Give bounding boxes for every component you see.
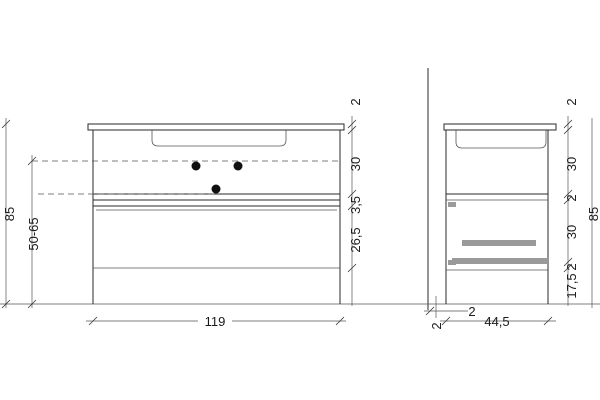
front-width-label: 119 [205, 314, 226, 329]
side-chain-tick-4 [563, 195, 573, 205]
side-chain-tick-1 [563, 119, 573, 129]
dim-5065-tick-top [27, 156, 37, 166]
side-dim-lower: 17,5 [564, 273, 579, 298]
worktop [87, 123, 345, 131]
side-total-height-label: 85 [586, 207, 600, 221]
side-hinge-bottom [448, 260, 456, 265]
side-sink [455, 130, 547, 149]
side-dim-upper: 30 [564, 157, 579, 171]
side-lower-drawer-back [462, 240, 536, 246]
side-dim-gap-2: 2 [564, 263, 579, 270]
chain-tick-1 [347, 119, 357, 129]
side-view: 44,5 2 2 2 30 2 30 2 17,5 85 [405, 68, 600, 330]
side-dim-middle: 30 [564, 225, 579, 239]
plumbing-hole-left [191, 161, 201, 171]
dim-119-tick-left [88, 316, 98, 326]
side-bottom-offset-label: 2 [429, 322, 444, 329]
sink-bowl [151, 130, 287, 147]
dim-119-tick-right [335, 316, 345, 326]
side-dim-gap: 2 [564, 194, 579, 201]
front-dim-top: 2 [348, 98, 363, 105]
front-dim-upper: 30 [348, 157, 363, 171]
side-dim-top: 2 [564, 98, 579, 105]
side-chain-tick-5 [563, 257, 573, 267]
chain-tick-2 [347, 125, 357, 135]
plumbing-hole-right [233, 161, 243, 171]
dim-5065-tick-bottom [27, 299, 37, 309]
front-dim-lower: 26,5 [348, 227, 363, 252]
dim-depth-tick-left [441, 316, 451, 326]
plumbing-hole-drain [211, 184, 221, 194]
side-lower-drawer-bottom [452, 258, 548, 264]
side-depth-label: 44,5 [484, 314, 509, 329]
front-total-height-label: 85 [2, 207, 17, 221]
side-hinge-top [448, 202, 456, 207]
dim-85-tick-bottom [1, 299, 11, 309]
front-dim-gap: 3,5 [348, 196, 363, 214]
side-worktop [443, 123, 557, 131]
dim-85-tick-top [1, 119, 11, 129]
dim-wall-tick [425, 306, 435, 316]
chain-tick-5 [347, 263, 357, 273]
shelf [92, 199, 341, 207]
side-chain-tick-3 [563, 189, 573, 199]
chain-tick-4 [347, 201, 357, 211]
side-chain-tick-2 [563, 125, 573, 135]
side-chain-tick-6 [563, 263, 573, 273]
dim-depth-tick-right [543, 316, 553, 326]
chain-tick-3 [347, 189, 357, 199]
side-wall-offset-label: 2 [468, 304, 475, 319]
front-view: 85 50-65 119 2 30 3,5 26,5 [0, 98, 405, 329]
installation-height-label: 50-65 [26, 217, 41, 250]
